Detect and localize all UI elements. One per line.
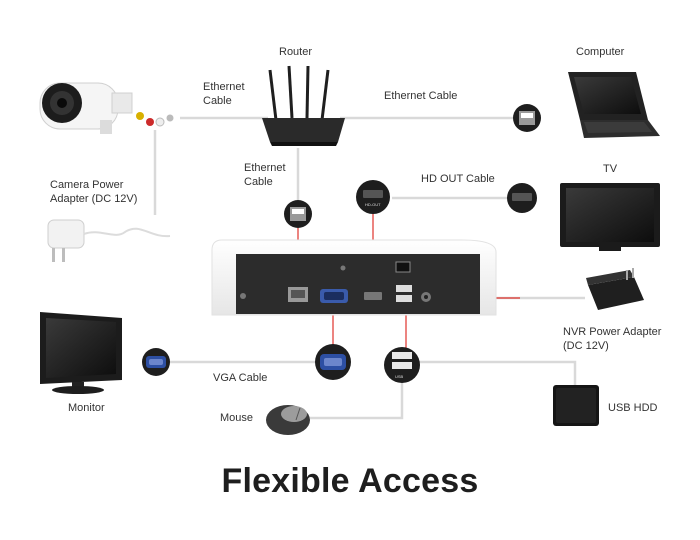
ip-camera — [39, 82, 174, 134]
usb-hdd — [553, 385, 599, 426]
router-label: Router — [279, 46, 312, 58]
nvr-power-label-1: NVR Power Adapter — [563, 326, 662, 338]
computer-label: Computer — [576, 46, 625, 58]
vga-plug-monitor — [142, 348, 170, 376]
ethernet-cable-mid-label-2: Cable — [244, 176, 273, 188]
monitor-label: Monitor — [68, 402, 105, 414]
hd-out-plug: HD-OUT — [356, 180, 390, 214]
computer-laptop — [568, 72, 660, 138]
usb-plug: USB — [384, 347, 420, 383]
mouse — [266, 405, 310, 435]
usb-hdd-cable — [410, 360, 577, 385]
mouse-label: Mouse — [220, 412, 253, 424]
mouse-cable — [310, 380, 404, 420]
vga-cable-label: VGA Cable — [213, 372, 267, 384]
monitor — [40, 312, 122, 394]
camera-power-adapter — [47, 219, 171, 262]
tv-label: TV — [603, 163, 618, 175]
ethernet-cable-left-label-1: Ethernet — [203, 81, 245, 93]
caption-title: Flexible Access — [221, 462, 479, 500]
camera-power-label-1: Camera Power — [50, 179, 124, 191]
hd-out-plug-label: HD-OUT — [365, 202, 381, 207]
tv-hdmi-plug — [507, 183, 537, 213]
tv — [560, 183, 660, 251]
ethernet-cable-right-label: Ethernet Cable — [384, 90, 457, 102]
usb-hdd-label: USB HDD — [608, 402, 658, 414]
nvr-recorder — [211, 239, 497, 316]
router — [262, 65, 345, 146]
nvr-power-label-2: (DC 12V) — [563, 340, 609, 352]
ethernet-cable-left-label-2: Cable — [203, 95, 232, 107]
vga-plug-nvr — [315, 344, 351, 380]
nvr-power-adapter — [586, 268, 644, 310]
nvr-rj45-plug — [284, 200, 312, 228]
computer-rj45-plug — [513, 104, 541, 132]
usb-plug-label: USB — [395, 374, 404, 379]
camera-power-label-2: Adapter (DC 12V) — [50, 193, 137, 205]
hd-out-cable-label: HD OUT Cable — [421, 173, 495, 185]
ethernet-cable-mid-label-1: Ethernet — [244, 162, 286, 174]
